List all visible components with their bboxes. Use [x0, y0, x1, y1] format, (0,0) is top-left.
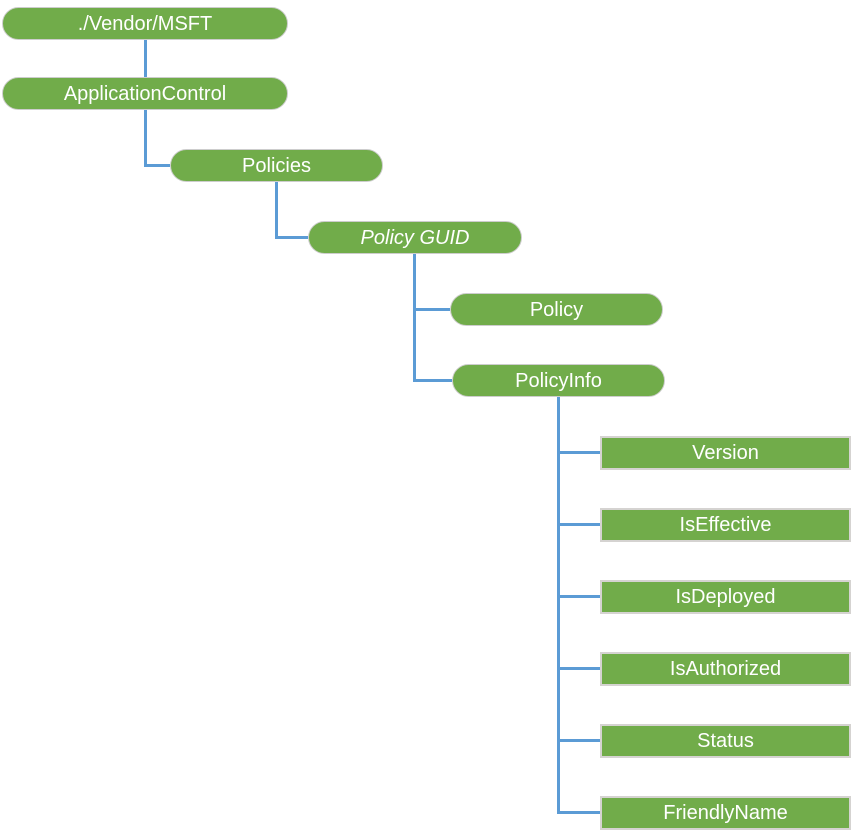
node-label: ApplicationControl	[63, 82, 227, 105]
connector-policyguid-to-policy-h	[413, 308, 450, 311]
node-isauthorized: IsAuthorized	[600, 652, 851, 686]
connector-policyinfo-to-iseffective-h	[557, 523, 600, 526]
node-policyinfo: PolicyInfo	[452, 364, 665, 397]
node-label: PolicyInfo	[515, 369, 602, 392]
node-policies: Policies	[170, 149, 383, 182]
node-status: Status	[600, 724, 851, 758]
node-applicationcontrol: ApplicationControl	[2, 77, 288, 110]
connector-policyguid-trunk	[413, 254, 416, 382]
connector-policyguid-to-policyinfo-h	[413, 379, 452, 382]
node-label: IsDeployed	[675, 586, 776, 608]
node-version: Version	[600, 436, 851, 470]
node-policy: Policy	[450, 293, 663, 326]
connector-applicationcontrol-to-policies-v	[144, 110, 147, 167]
node-isdeployed: IsDeployed	[600, 580, 851, 614]
node-label: Version	[692, 442, 759, 464]
connector-policyinfo-to-isdeployed-h	[557, 595, 600, 598]
node-label: Status	[697, 730, 754, 752]
connector-policies-to-policyguid-h	[275, 236, 308, 239]
connector-applicationcontrol-to-policies-h	[144, 164, 170, 167]
node-label: Policies	[242, 154, 311, 177]
connector-policyinfo-to-status-h	[557, 739, 600, 742]
node-label: Policy	[529, 298, 584, 321]
connector-policyinfo-to-version-h	[557, 451, 600, 454]
node-label: ./Vendor/MSFT	[77, 12, 213, 35]
node-vendor-msft: ./Vendor/MSFT	[2, 7, 288, 40]
node-label: FriendlyName	[663, 802, 788, 824]
node-label: IsEffective	[679, 514, 772, 536]
node-iseffective: IsEffective	[600, 508, 851, 542]
connector-policyinfo-to-isauthorized-h	[557, 667, 600, 670]
node-friendlyname: FriendlyName	[600, 796, 851, 830]
connector-policyinfo-to-friendlyname-h	[557, 811, 600, 814]
node-policy-guid: Policy GUID	[308, 221, 522, 254]
connector-vendor-to-applicationcontrol	[144, 40, 147, 77]
connector-policyinfo-trunk	[557, 397, 560, 814]
connector-policies-to-policyguid-v	[275, 182, 278, 239]
node-label: Policy GUID	[360, 226, 470, 249]
node-label: IsAuthorized	[669, 658, 782, 680]
